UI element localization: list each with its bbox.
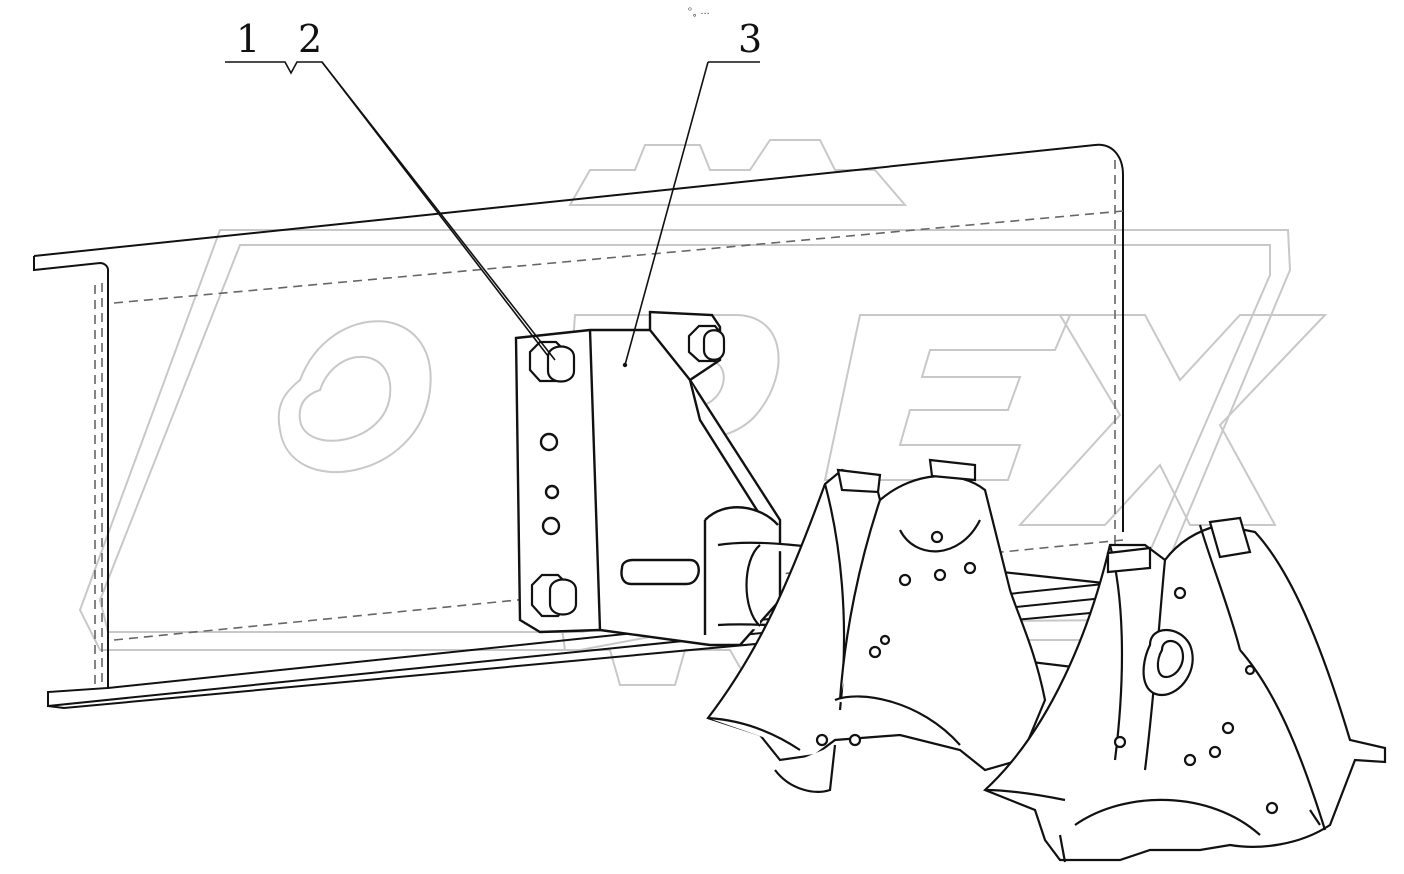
frame-rail xyxy=(33,143,1124,710)
saddle-front xyxy=(706,458,1047,793)
callout-3-leader xyxy=(624,61,760,366)
callout-3-point xyxy=(622,362,628,368)
callout-label-2: 2 xyxy=(298,17,322,61)
callout-label-3: 3 xyxy=(738,17,762,61)
mount-bracket xyxy=(514,310,782,647)
callout-2-leader xyxy=(321,61,556,361)
top-small-mark: ᵒ˳ ... xyxy=(688,6,710,17)
bolt-top-left xyxy=(528,340,576,383)
callout-label-1: 1 xyxy=(236,17,260,61)
saddle-rear xyxy=(982,516,1387,863)
bolt-bottom-left xyxy=(530,573,578,618)
bolts xyxy=(528,324,726,618)
bolt-top-right xyxy=(687,324,726,363)
